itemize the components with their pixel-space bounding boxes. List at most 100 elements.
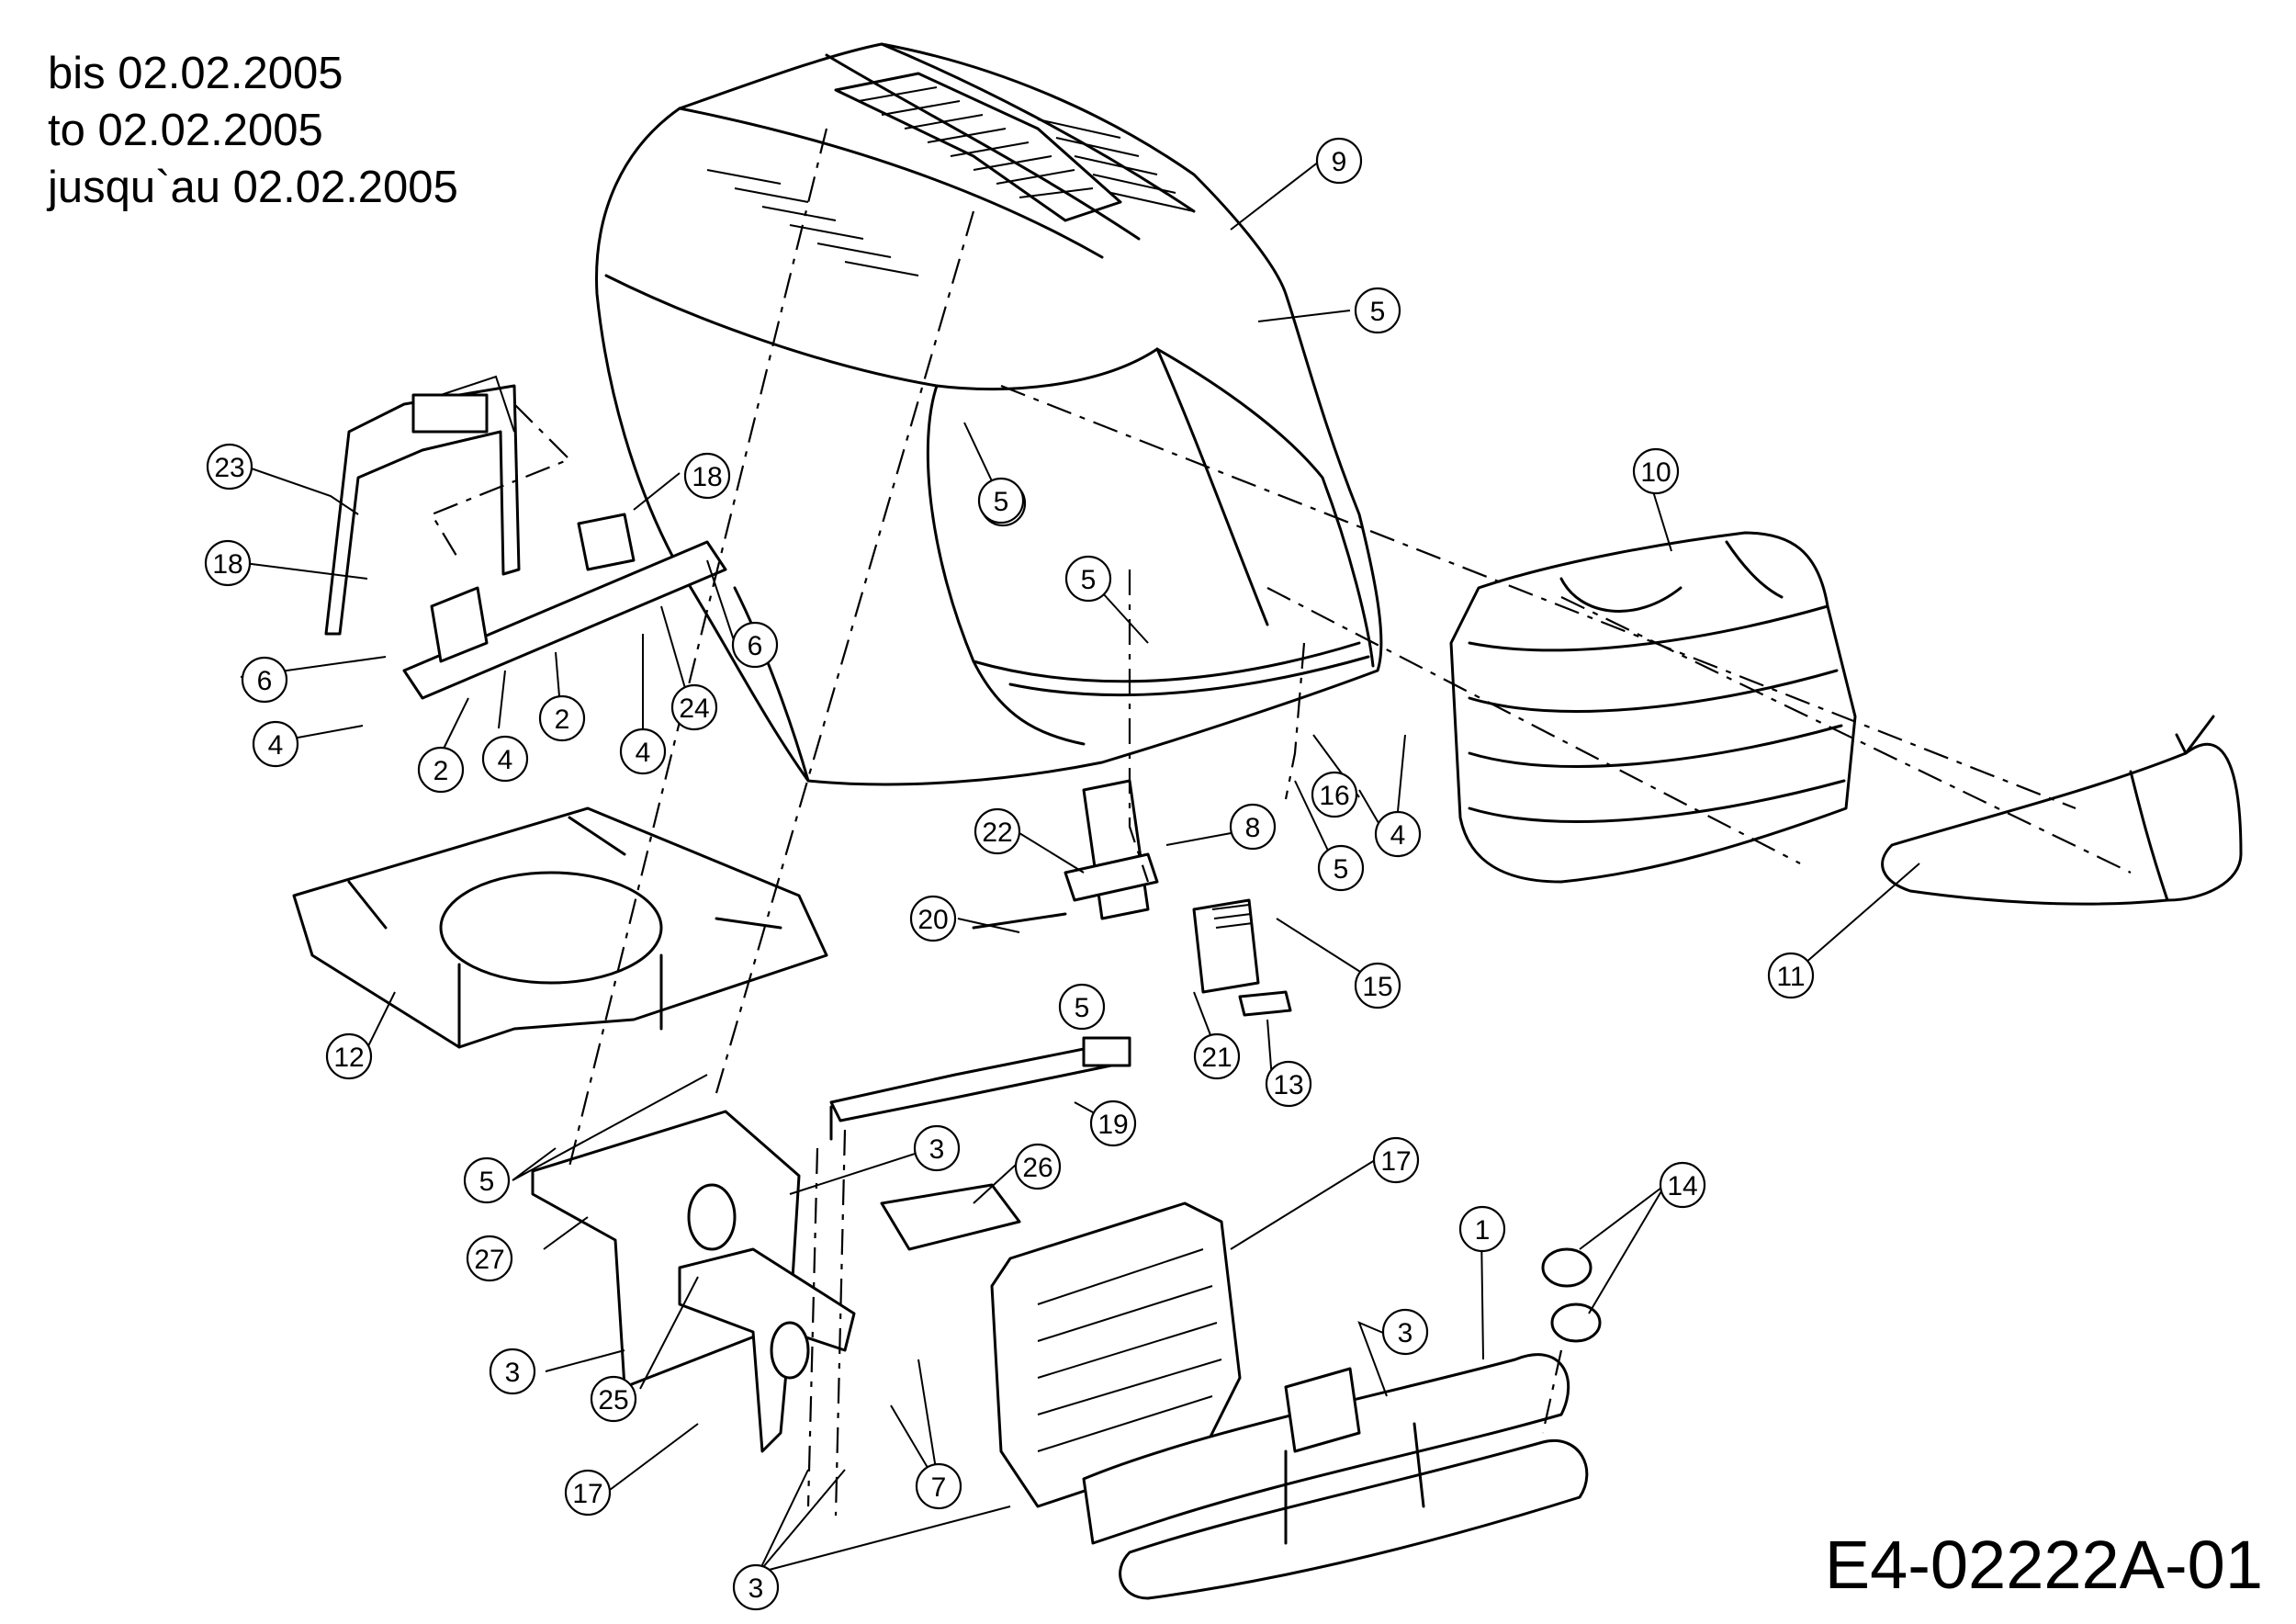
callout-label: 19 (1097, 1110, 1128, 1140)
callout-c11: 11 (1767, 952, 1815, 999)
callout-label: 16 (1319, 781, 1349, 811)
callout-circle (1014, 1143, 1062, 1190)
trim-11-part (1881, 715, 2243, 906)
callout-c15: 15 (1354, 962, 1401, 1009)
callout-c26: 26 (1014, 1143, 1062, 1190)
callout-c25: 25 (590, 1375, 637, 1423)
callout-c24: 24 (670, 683, 718, 731)
callout-c5e: 5 (1058, 983, 1106, 1031)
callout-c16: 16 (1311, 771, 1358, 818)
callout-label: 2 (433, 756, 449, 786)
callout-circle (1064, 555, 1112, 603)
callout-label: 14 (1667, 1171, 1697, 1201)
callout-c4a: 4 (252, 720, 299, 768)
callout-label: 24 (679, 694, 709, 724)
callout-c4b: 4 (481, 735, 529, 783)
callout-circle (732, 1563, 780, 1611)
callout-label: 5 (479, 1167, 495, 1197)
callout-circle (913, 1124, 961, 1172)
rod-19-part (829, 1036, 1131, 1141)
callout-circle (909, 895, 957, 942)
grille-10-part (1449, 531, 1857, 884)
callout-circle (204, 539, 252, 587)
callout-label: 20 (917, 905, 948, 935)
callout-circle (466, 1235, 513, 1282)
callout-c5g: 5 (463, 1156, 511, 1204)
callout-label: 12 (333, 1043, 364, 1073)
callout-circle (241, 656, 288, 704)
callout-label: 17 (1380, 1146, 1411, 1177)
callout-label: 4 (268, 730, 284, 761)
callout-label: 27 (474, 1245, 504, 1275)
callout-label: 13 (1273, 1070, 1303, 1100)
callout-label: 18 (212, 549, 242, 580)
note-german: bis 02.02.2005 (48, 49, 343, 98)
callout-label: 15 (1362, 972, 1392, 1002)
callout-circle (417, 746, 465, 794)
callout-circle (1458, 1205, 1506, 1253)
callout-circle (590, 1375, 637, 1423)
callout-c18a: 18 (683, 452, 731, 500)
bracket-25-part (678, 1247, 856, 1453)
callout-label: 5 (994, 487, 1009, 517)
callout-c5d: 5 (1064, 555, 1112, 603)
callout-c23: 23 (206, 443, 253, 491)
callout-c4c: 4 (619, 727, 667, 775)
callout-circle (1315, 137, 1363, 185)
callout-label: 6 (748, 631, 763, 661)
callout-circle (206, 443, 253, 491)
callout-label: 7 (931, 1472, 947, 1503)
callout-label: 4 (636, 738, 651, 768)
callout-c4d: 4 (1374, 810, 1422, 858)
callout-c2a: 2 (538, 694, 586, 742)
callout-circle (1374, 810, 1422, 858)
callout-circle (1381, 1308, 1429, 1356)
callout-circle (1659, 1161, 1706, 1209)
callout-c3a: 3 (913, 1124, 961, 1172)
bracket-23-part (324, 375, 521, 636)
callout-label: 3 (1398, 1318, 1413, 1348)
callout-circle (1354, 962, 1401, 1009)
drawing-code: E4-02222A-01 (1824, 1527, 2263, 1603)
callout-label: 1 (1475, 1215, 1491, 1246)
callout-circle (1767, 952, 1815, 999)
callout-c20: 20 (909, 895, 957, 942)
callout-c6b: 6 (731, 621, 779, 669)
bracket-24-part (402, 513, 727, 700)
callout-circle (1372, 1136, 1420, 1184)
note-english: to 02.02.2005 (48, 106, 323, 155)
callout-label: 8 (1245, 813, 1261, 843)
callout-label: 4 (498, 745, 513, 775)
callout-label: 18 (692, 462, 722, 492)
callout-label: 23 (214, 453, 244, 483)
callout-circle (1193, 1032, 1241, 1080)
callout-c3c: 3 (489, 1348, 536, 1395)
callout-c19: 19 (1089, 1100, 1137, 1147)
callout-circle (915, 1462, 962, 1510)
callout-c17b: 17 (564, 1469, 612, 1517)
callout-circle (489, 1348, 536, 1395)
callout-circle (325, 1032, 373, 1080)
callout-circle (1317, 844, 1365, 892)
callout-label: 3 (505, 1358, 521, 1388)
callout-c10: 10 (1632, 447, 1680, 495)
callout-label: 25 (598, 1385, 628, 1415)
callout-c2b: 2 (417, 746, 465, 794)
callout-label: 2 (555, 705, 570, 735)
callout-circle (564, 1469, 612, 1517)
callout-label: 9 (1332, 147, 1347, 177)
callout-c27: 27 (466, 1235, 513, 1282)
bumper-1-part (1082, 1247, 1602, 1600)
callout-label: 17 (572, 1479, 602, 1509)
callout-circle (977, 477, 1025, 524)
callout-c8: 8 (1229, 803, 1277, 851)
hinge-bracket-parts (972, 779, 1292, 1017)
callout-c7: 7 (915, 1462, 962, 1510)
callout-c5a: 5 (1354, 287, 1401, 334)
callout-circle (1311, 771, 1358, 818)
callout-label: 3 (748, 1573, 764, 1604)
callout-label: 5 (1081, 565, 1097, 595)
callout-label: 10 (1640, 457, 1671, 488)
callout-label: 26 (1022, 1153, 1052, 1183)
